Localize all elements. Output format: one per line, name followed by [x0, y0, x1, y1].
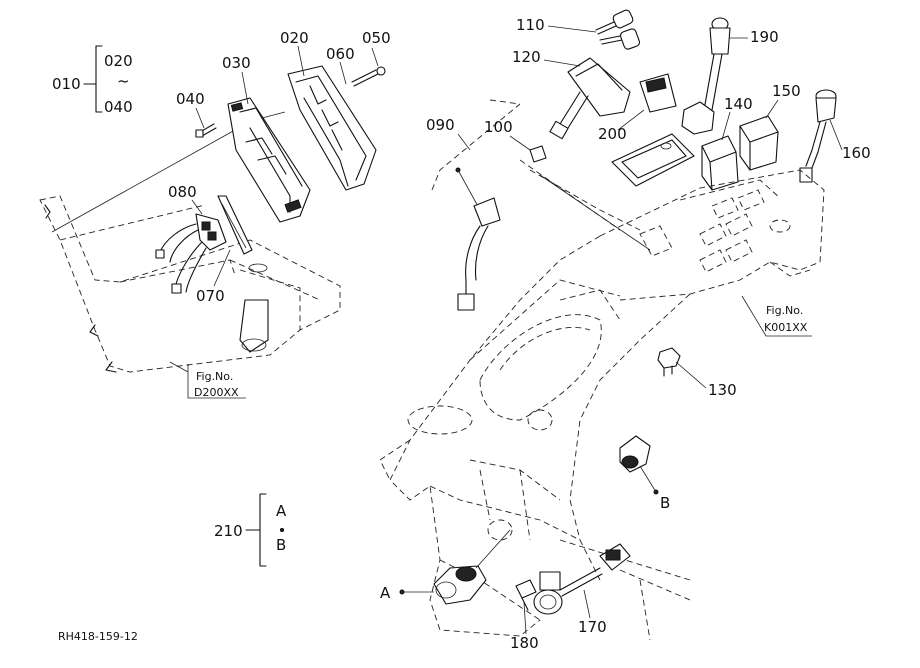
bushing-100	[529, 145, 547, 163]
label-tilde: ~	[117, 72, 130, 90]
screw-040	[195, 123, 217, 138]
screw-050	[351, 66, 386, 87]
leader-bracket-panel	[51, 129, 236, 233]
label-160: 160	[842, 144, 871, 162]
figref-k001: Fig.No. K001XX	[741, 295, 812, 337]
marker-a: A	[380, 584, 391, 602]
marker-b: B	[660, 494, 670, 512]
label-040-range-end: 040	[104, 98, 133, 116]
label-090: 090	[426, 116, 455, 134]
meter-cover-020	[287, 65, 377, 191]
cap-b	[619, 435, 659, 495]
leader-console	[539, 174, 651, 251]
switch-140	[701, 135, 739, 191]
figref-k001-title: Fig.No.	[766, 304, 803, 317]
label-130: 130	[708, 381, 737, 399]
label-140: 140	[724, 95, 753, 113]
label-180: 180	[510, 634, 539, 652]
keys-110	[595, 9, 641, 50]
label-040: 040	[176, 90, 205, 108]
label-050: 050	[362, 29, 391, 47]
label-group-210: 210 A B	[214, 493, 287, 567]
sensor-180	[515, 571, 563, 615]
label-080: 080	[168, 183, 197, 201]
label-190: 190	[750, 28, 779, 46]
figref-d200-number: D200XX	[194, 386, 239, 399]
socket-120	[549, 57, 631, 140]
switch-harness-080	[155, 213, 227, 294]
label-200: 200	[598, 125, 627, 143]
label-120: 120	[512, 48, 541, 66]
label-030: 030	[222, 54, 251, 72]
key-switch-190	[681, 17, 731, 135]
dash-bracket-frame	[39, 195, 341, 373]
part-a	[399, 529, 511, 605]
harness-090	[431, 99, 521, 311]
harness-170	[559, 543, 631, 597]
bolt-130	[657, 347, 681, 377]
lens-070	[217, 195, 253, 255]
knob-160	[799, 89, 837, 183]
figref-d200: Fig.No. D200XX	[169, 361, 246, 399]
label-020: 020	[280, 29, 309, 47]
label-group-010: 010 020 ~ 040	[52, 45, 133, 116]
label-010: 010	[52, 75, 81, 93]
figref-k001-number: K001XX	[764, 321, 808, 334]
label-110: 110	[516, 16, 545, 34]
label-060: 060	[326, 45, 355, 63]
label-100: 100	[484, 118, 513, 136]
switch-150	[739, 115, 779, 171]
label-020-range-start: 020	[104, 52, 133, 70]
bracket-a: A	[276, 502, 287, 520]
bracket-b: B	[276, 536, 286, 554]
label-150: 150	[772, 82, 801, 100]
figref-d200-title: Fig.No.	[196, 370, 233, 383]
label-210: 210	[214, 522, 243, 540]
label-170: 170	[578, 618, 607, 636]
console-body	[379, 159, 825, 641]
switch-plate-200	[611, 73, 695, 187]
instrument-panel-030	[227, 97, 311, 223]
drawing-code: RH418-159-12	[58, 630, 138, 643]
label-070: 070	[196, 287, 225, 305]
